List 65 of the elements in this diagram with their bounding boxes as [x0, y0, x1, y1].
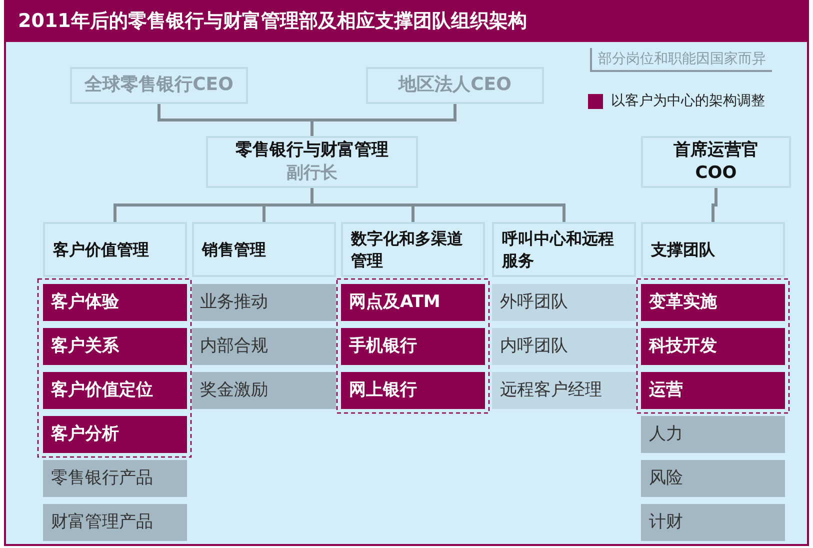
title-bar: 2011年后的零售银行与财富管理部及相应支撑团队组织架构	[4, 0, 807, 42]
team-box	[192, 284, 336, 321]
executive-box	[641, 136, 791, 188]
box-label: 科技开发	[649, 335, 717, 358]
team-box	[192, 372, 336, 409]
department-box	[492, 222, 636, 277]
team-box	[492, 372, 636, 409]
team-box	[641, 328, 785, 365]
team-box	[492, 328, 636, 365]
team-box	[641, 416, 785, 453]
department-box	[43, 222, 187, 277]
box-label: 网上银行	[349, 379, 417, 402]
box-label: 网点及ATM	[349, 291, 440, 314]
box-label: 人力	[649, 423, 683, 446]
team-box	[341, 372, 485, 409]
box-label: 客户价值定位	[51, 379, 153, 402]
box-label: 地区法人CEO	[398, 73, 512, 98]
box-label: 呼叫中心和远程服务	[502, 228, 614, 272]
box-label: 客户体验	[51, 291, 119, 314]
box-label: 支撑团队	[651, 238, 715, 260]
team-box	[43, 504, 187, 541]
team-box	[192, 328, 336, 365]
box-label: 全球零售银行CEO	[84, 73, 234, 98]
box-label: 业务推动	[200, 291, 268, 314]
box-label: 远程客户经理	[500, 379, 602, 402]
box-label: 副行长	[286, 162, 338, 185]
department-box	[341, 222, 485, 277]
box-label: 客户关系	[51, 335, 119, 358]
team-box	[43, 372, 187, 409]
team-box	[641, 460, 785, 497]
team-box	[341, 328, 485, 365]
team-box	[341, 284, 485, 321]
box-label: 手机银行	[349, 335, 417, 358]
box-label: 客户价值管理	[53, 238, 149, 260]
box-label: 风险	[649, 467, 683, 490]
note-text: 部分岗位和职能因国家而异	[590, 48, 772, 72]
legend-label: 以客户为中心的架构调整	[611, 92, 765, 110]
executive-box	[366, 67, 544, 104]
team-box	[641, 504, 785, 541]
team-box	[641, 284, 785, 321]
box-label: 客户分析	[51, 423, 119, 446]
executive-box	[206, 136, 418, 188]
box-label: 内呼团队	[500, 335, 568, 358]
department-box	[192, 222, 336, 277]
box-label: 外呼团队	[500, 291, 568, 314]
box-label: 内部合规	[200, 335, 268, 358]
box-label: 奖金激励	[200, 379, 268, 402]
connector-line	[712, 188, 718, 222]
box-label: 销售管理	[202, 238, 266, 260]
box-label: 计财	[649, 511, 683, 534]
department-box	[641, 222, 785, 277]
box-label: 运营	[649, 379, 683, 402]
box-label: 数字化和多渠道管理	[351, 228, 463, 272]
box-label: 首席运营官 COO	[672, 139, 760, 185]
box-label: 变革实施	[649, 291, 717, 314]
team-box	[43, 460, 187, 497]
team-box	[492, 284, 636, 321]
team-box	[43, 284, 187, 321]
team-box	[43, 328, 187, 365]
box-label: 财富管理产品	[51, 511, 153, 534]
team-box	[641, 372, 785, 409]
box-heading: 零售银行与财富管理	[236, 139, 388, 162]
team-box	[43, 416, 187, 453]
box-label: 零售银行产品	[51, 467, 153, 490]
executive-box	[70, 67, 248, 104]
